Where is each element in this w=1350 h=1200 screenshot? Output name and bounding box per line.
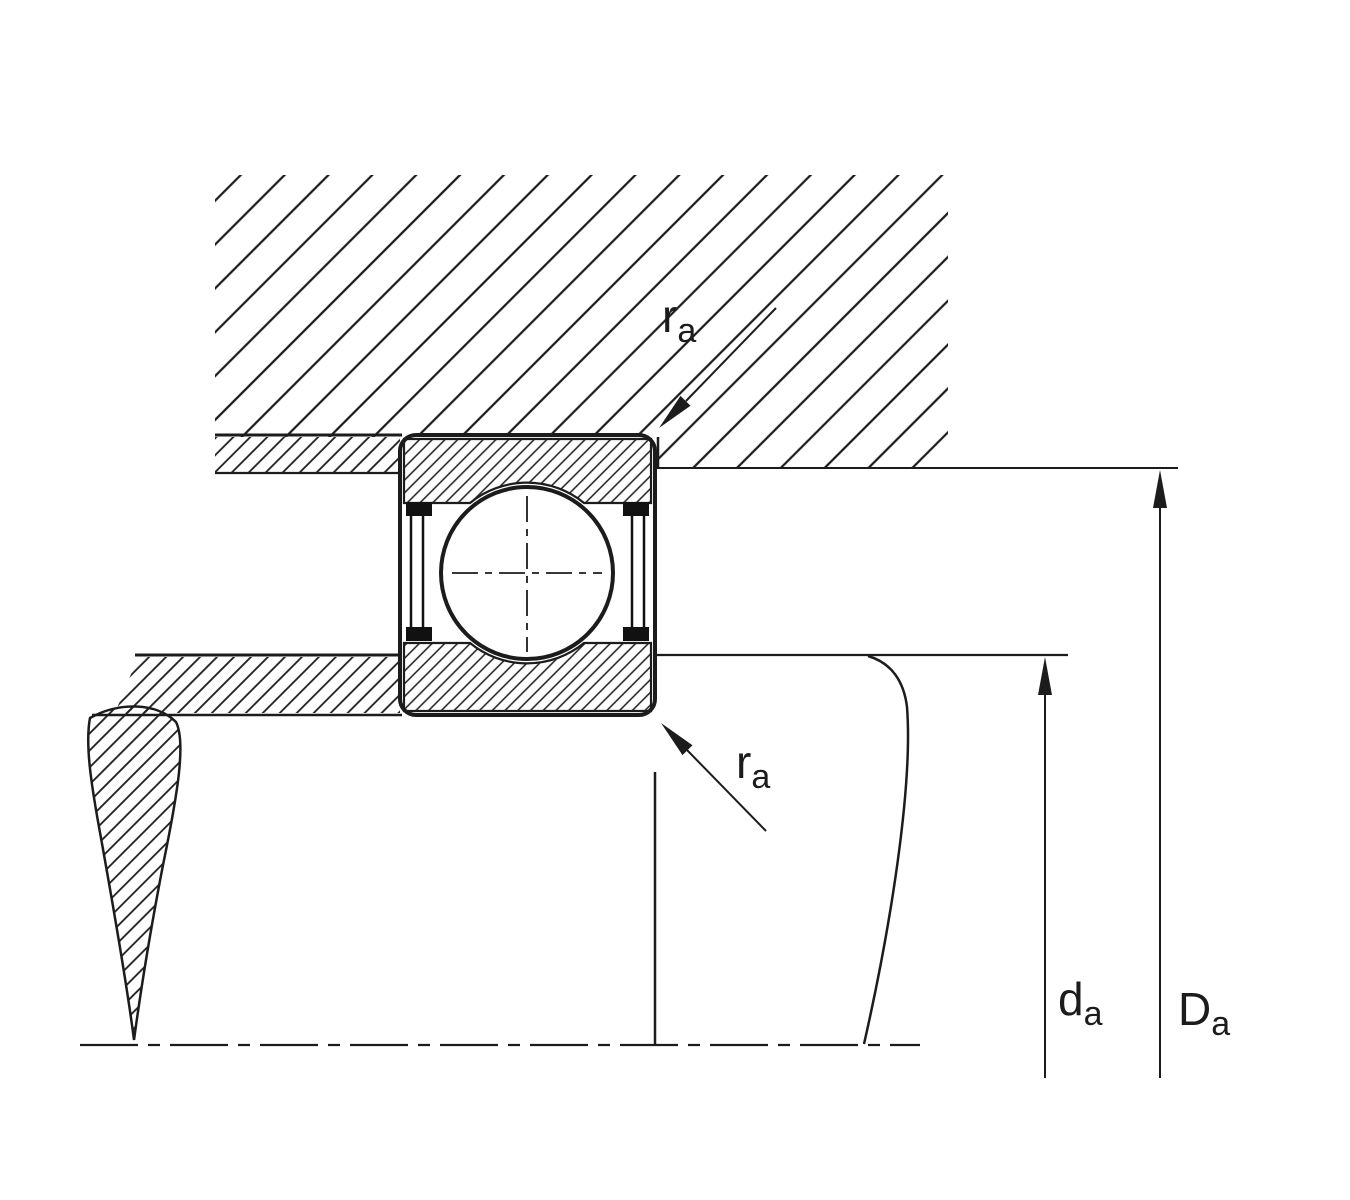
ra-top-label: ra xyxy=(662,290,696,350)
inner-ring-section xyxy=(402,641,653,713)
Da-dimension: Da xyxy=(1153,470,1230,1078)
Da-label-sub: a xyxy=(1211,1005,1230,1043)
Da-arrowhead xyxy=(1153,470,1167,508)
seal-left xyxy=(406,502,432,641)
ra-top-label-sub: a xyxy=(677,312,696,350)
da-dimension: da xyxy=(1038,657,1103,1078)
da-label-base: d xyxy=(1058,973,1084,1025)
housing-section-hatch xyxy=(215,175,948,468)
ra-bottom-annotation: ra xyxy=(661,723,770,832)
outer-ring-section xyxy=(402,437,653,505)
da-arrowhead xyxy=(1038,657,1052,695)
bearing-cross-section xyxy=(398,433,657,717)
ra-bottom-label-sub: a xyxy=(751,758,770,796)
seal-right xyxy=(623,502,649,641)
seal-left-anchor xyxy=(406,502,432,516)
housing-shoulder-hatch xyxy=(215,437,400,473)
ra-top-annotation: ra xyxy=(659,290,777,428)
shaft-shoulder-hatch xyxy=(115,657,400,713)
Da-label-base: D xyxy=(1178,983,1211,1035)
ra-top-label-base: r xyxy=(662,290,677,342)
seal-right-lip xyxy=(623,627,649,641)
da-label-sub: a xyxy=(1084,995,1103,1033)
ball xyxy=(439,485,615,661)
bearing-outline xyxy=(398,433,657,717)
ra-top-arrowhead xyxy=(659,395,691,428)
seal-right-anchor xyxy=(623,502,649,516)
ra-bottom-label-base: r xyxy=(736,736,751,788)
Da-label: Da xyxy=(1178,983,1230,1043)
ra-top-leader-line xyxy=(685,307,777,402)
ra-bottom-arrowhead xyxy=(661,723,693,756)
ra-bottom-leader-line xyxy=(686,749,767,832)
ra-bottom-label: ra xyxy=(736,736,770,796)
shaft-contour-curve xyxy=(862,654,910,1045)
seal-left-lip xyxy=(406,627,432,641)
da-label: da xyxy=(1058,973,1103,1033)
shaft-fillet-section xyxy=(86,705,182,1041)
